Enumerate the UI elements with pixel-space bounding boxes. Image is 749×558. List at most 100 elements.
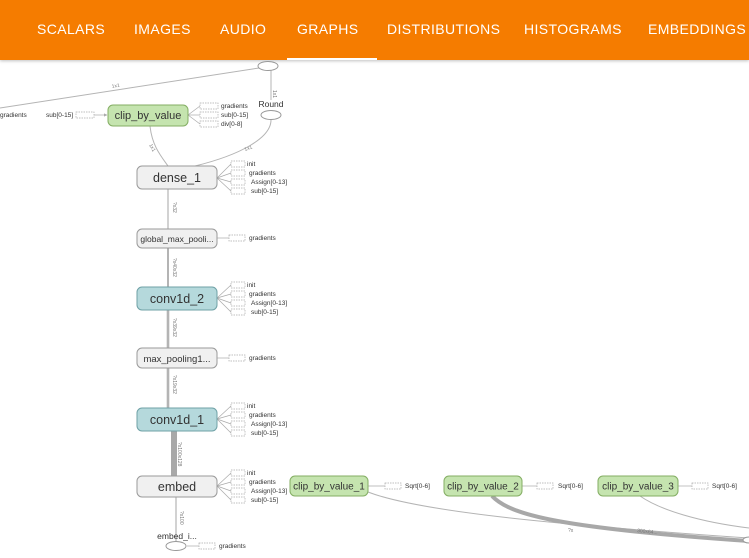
node-global-max-pooling-label: global_max_pooli... <box>140 234 213 244</box>
tab-histograms[interactable]: HISTOGRAMS <box>524 21 622 37</box>
port-stub <box>228 234 246 242</box>
port-label-div: div[0-8] <box>221 121 243 128</box>
port-label-sqrt: Sqrt[0-6] <box>558 483 583 490</box>
port-stub <box>198 542 216 550</box>
node-embed-label: embed <box>158 480 196 494</box>
node-embed-i-shape[interactable] <box>165 541 187 551</box>
port-label-init: init <box>247 282 256 289</box>
port-stub <box>230 420 246 428</box>
edge-clip3-out <box>639 495 749 529</box>
op-node-top[interactable] <box>257 61 279 71</box>
port-stub <box>199 111 219 119</box>
port-label-sub: sub[0-15] <box>251 430 278 437</box>
node-conv1d-2-box[interactable] <box>136 286 218 311</box>
node-embed-box[interactable] <box>136 475 218 498</box>
port-label-gradients: gradients <box>249 479 276 486</box>
node-conv1d-1-label: conv1d_1 <box>150 413 204 427</box>
op-node-offscreen[interactable] <box>742 536 749 544</box>
edge-label-bottom-mid: ?x <box>568 528 574 534</box>
port-stub <box>199 120 219 128</box>
port-stub <box>230 169 246 177</box>
node-round-shape[interactable] <box>260 110 282 120</box>
tab-embeddings[interactable]: EMBEDDINGS <box>648 21 747 37</box>
edge-label-conv2-mp: ?x39x32 <box>171 318 177 337</box>
node-max-pooling-label: max_pooling1... <box>143 354 210 365</box>
graph-canvas[interactable]: 1x1 1x1 1x1 1x1 ?x32 ?x40x32 ?x39x32 ?x1… <box>0 60 749 558</box>
port-label-sub: sub[0-15] <box>251 497 278 504</box>
port-stub <box>536 482 554 490</box>
port-label-assign: Assign[0-13] <box>251 300 287 307</box>
tab-graphs[interactable]: GRAPHS <box>287 0 376 60</box>
node-max-pooling[interactable]: max_pooling1... <box>136 347 218 369</box>
node-clip-by-value-2-box[interactable] <box>443 475 523 497</box>
node-embed-i[interactable]: embed_i... <box>157 531 197 551</box>
node-conv1d-2[interactable]: conv1d_2 <box>136 286 218 311</box>
port-stub <box>230 478 246 486</box>
tab-images[interactable]: IMAGES <box>134 21 191 37</box>
node-clip-by-value-3-box[interactable] <box>597 475 679 497</box>
edge-label-round-dense: 1x1 <box>244 144 254 152</box>
port-label-gradients: gradients <box>219 543 246 550</box>
graph-nodes: Round clip_by_value dense_1 global_max_p… <box>107 61 749 551</box>
top-navigation-bar: SCALARS IMAGES AUDIO GRAPHS DISTRIBUTION… <box>0 0 749 60</box>
edge-label-conv1-embed: ?x100x128 <box>176 442 182 467</box>
port-label-sub: sub[0-15] <box>221 112 248 119</box>
node-embed[interactable]: embed <box>136 475 218 498</box>
port-stub <box>691 482 709 490</box>
edge-label-clip-dense: 1x1 <box>147 143 156 153</box>
node-conv1d-1-box[interactable] <box>136 407 218 432</box>
port-label-gradients: gradients <box>249 355 276 362</box>
port-label-sub: sub[0-15] <box>251 188 278 195</box>
port-label-gradients: gradients <box>249 170 276 177</box>
edge-labels: 1x1 1x1 1x1 1x1 ?x32 ?x40x32 ?x39x32 ?x1… <box>111 83 658 537</box>
port-label-gradients: gradients <box>249 291 276 298</box>
edge-round-dense <box>194 119 272 167</box>
port-label-init: init <box>247 403 256 410</box>
port-label-init: init <box>247 470 256 477</box>
node-max-pooling-box[interactable] <box>136 347 218 369</box>
node-clip-by-value-label: clip_by_value <box>115 110 182 122</box>
node-conv1d-2-label: conv1d_2 <box>150 292 204 306</box>
edge-label-top-left: 1x1 <box>111 83 120 90</box>
port-label-sqrt: Sqrt[0-6] <box>712 483 737 490</box>
node-conv1d-1[interactable]: conv1d_1 <box>136 407 218 432</box>
port-stub <box>230 308 246 316</box>
node-clip-by-value-3[interactable]: clip_by_value_3 <box>597 475 679 497</box>
node-round-label: Round <box>258 99 283 109</box>
port-stub <box>230 299 246 307</box>
edge-top-left <box>0 67 260 109</box>
node-clip-by-value-3-label: clip_by_value_3 <box>602 482 674 493</box>
tab-audio[interactable]: AUDIO <box>220 21 267 37</box>
edge-label-top-right: 1x1 <box>271 90 277 98</box>
node-round[interactable]: Round <box>258 99 284 120</box>
port-stub <box>230 187 246 195</box>
node-clip-by-value-box[interactable] <box>107 104 189 127</box>
port-label-assign: Assign[0-13] <box>251 179 287 186</box>
node-dense-1-box[interactable] <box>136 165 218 190</box>
node-global-max-pooling[interactable]: global_max_pooli... <box>136 228 218 249</box>
edge-clip-dense <box>149 125 169 167</box>
node-global-max-pooling-box[interactable] <box>136 228 218 249</box>
node-clip-by-value[interactable]: clip_by_value <box>107 104 189 127</box>
port-stub <box>230 290 246 298</box>
node-clip-by-value-1-box[interactable] <box>289 475 369 497</box>
node-clip-by-value-1-label: clip_by_value_1 <box>293 482 365 493</box>
node-clip-by-value-1[interactable]: clip_by_value_1 <box>289 475 369 497</box>
port-stub <box>230 496 246 504</box>
edge-label-mp-conv1: ?x19x32 <box>171 375 177 394</box>
node-clip-by-value-2[interactable]: clip_by_value_2 <box>443 475 523 497</box>
edge-clip1-out <box>367 491 749 539</box>
tab-distributions[interactable]: DISTRIBUTIONS <box>387 21 501 37</box>
edge-label-bottom-right: 300x64... <box>637 528 658 536</box>
tab-scalars[interactable]: SCALARS <box>37 21 106 37</box>
port-stub <box>230 429 246 437</box>
edge-clip2-out <box>490 494 749 543</box>
port-label-gradients: gradients <box>249 412 276 419</box>
port-label-assign: Assign[0-13] <box>251 488 287 495</box>
node-dense-1[interactable]: dense_1 <box>136 165 218 190</box>
port-label-left-sub: sub[0-15] <box>46 112 73 119</box>
graph-edges <box>0 67 749 543</box>
edge-label-gmp-conv2: ?x40x32 <box>171 258 177 277</box>
node-dense-1-label: dense_1 <box>153 171 201 185</box>
port-label-gradients: gradients <box>249 235 276 242</box>
